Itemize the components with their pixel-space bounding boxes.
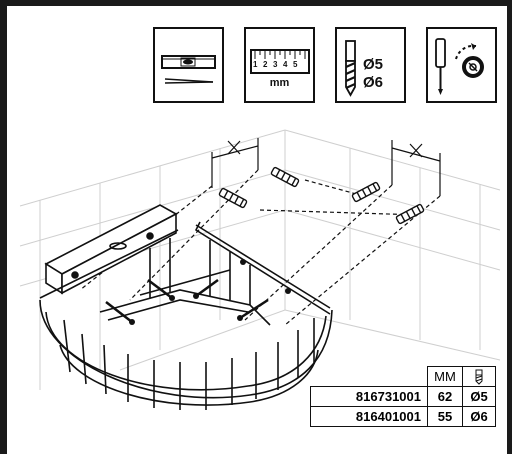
tool-box-screwdriver: [426, 27, 497, 103]
tool-box-drill: Ø5 Ø6: [335, 27, 406, 103]
ruler-number: 4: [283, 60, 288, 69]
distance-mm: 62: [427, 386, 463, 407]
drill-bit-icon: [475, 369, 483, 385]
ruler-number: 3: [273, 60, 278, 69]
table-row: 816401001 55 Ø6: [310, 406, 496, 427]
spec-table: MM 816731001 62 Ø5 816401001 55 Ø6: [310, 366, 496, 427]
model-number: 816731001: [310, 386, 428, 407]
ruler-number: 1: [253, 60, 258, 69]
distance-mm: 55: [427, 406, 463, 427]
ruler-icon: [250, 49, 310, 74]
header-mm: MM: [427, 366, 463, 387]
tool-box-ruler: 1 2 3 4 5 mm: [244, 27, 315, 103]
drill-diameter: Ø6: [462, 406, 496, 427]
header-drill: [462, 366, 496, 387]
tool-box-level: [153, 27, 224, 103]
model-number: 816401001: [310, 406, 428, 427]
drill-diameter: Ø5: [462, 386, 496, 407]
spirit-level-icon: [161, 55, 216, 84]
spec-table-header: MM: [311, 366, 496, 387]
ruler-number: 5: [293, 60, 298, 69]
screwdriver-rotate-icon: [435, 38, 484, 95]
drill-size-label: Ø6: [363, 74, 384, 91]
drill-bit-icon: [345, 40, 356, 97]
table-row: 816731001 62 Ø5: [310, 386, 496, 407]
ruler-number: 2: [263, 60, 268, 69]
drill-size-label: Ø5: [363, 56, 384, 73]
ruler-unit-label: mm: [269, 77, 290, 89]
